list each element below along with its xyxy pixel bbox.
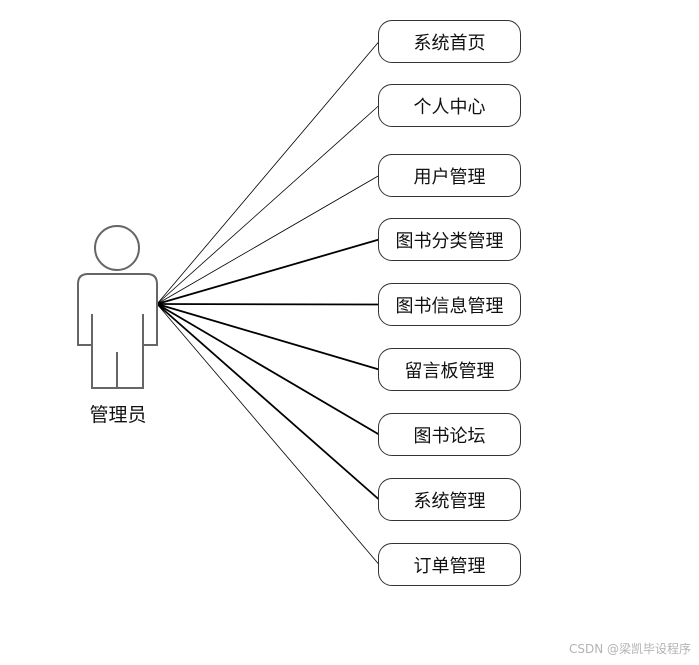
use-case-order-management: 订单管理: [378, 543, 521, 586]
actor-head: [94, 225, 140, 271]
association-line: [156, 303, 380, 371]
use-case-user-management: 用户管理: [378, 154, 521, 197]
use-case-book-category-management: 图书分类管理: [378, 218, 521, 261]
association-line: [156, 303, 380, 306]
use-case-book-info-management: 图书信息管理: [378, 283, 521, 326]
association-line: [156, 175, 380, 305]
use-case-book-forum: 图书论坛: [378, 413, 521, 456]
association-line: [156, 303, 380, 501]
watermark: CSDN @梁凯毕设程序: [568, 642, 691, 656]
association-line: [156, 303, 380, 436]
association-line: [156, 303, 380, 565]
use-case-system-management: 系统管理: [378, 478, 521, 521]
association-lines: [156, 41, 380, 565]
association-line: [156, 41, 380, 305]
actor-label: 管理员: [89, 404, 147, 426]
use-case-message-board-management: 留言板管理: [378, 348, 521, 391]
association-line: [156, 105, 380, 305]
use-case-system-home: 系统首页: [378, 20, 521, 63]
use-case-personal-center: 个人中心: [378, 84, 521, 127]
actor-body: [77, 273, 158, 389]
actor-figure: [77, 225, 158, 389]
association-line: [156, 238, 380, 305]
